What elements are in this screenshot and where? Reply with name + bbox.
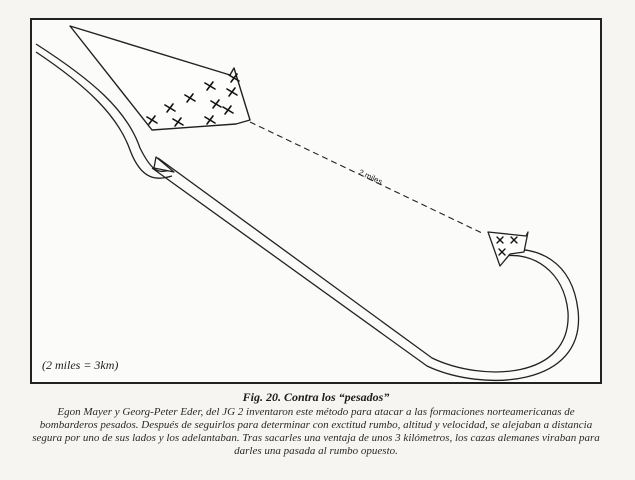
bomber-icon (226, 87, 238, 97)
diagram-frame: 2 miles (2 miles = 3km) (30, 18, 602, 384)
fighter-icon (510, 236, 518, 244)
fighter-run-inner (151, 167, 580, 381)
figure-title: Fig. 20. Contra los “pesados” (242, 390, 390, 404)
bomber-icon (210, 99, 222, 109)
bomber-symbols (146, 73, 240, 127)
bomber-icon (204, 115, 216, 125)
bomber-formation-arrow (69, 25, 251, 131)
bomber-icon (146, 115, 158, 125)
figure-body: Egon Mayer y Georg-Peter Eder, del JG 2 … (32, 406, 600, 457)
bomber-icon (222, 105, 234, 115)
fighter-icon (498, 248, 506, 256)
scale-note: (2 miles = 3km) (42, 358, 119, 372)
bomber-icon (204, 81, 216, 91)
bomber-icon (228, 73, 240, 83)
fighter-run-outer (157, 157, 569, 373)
fighter-track-outer (35, 43, 173, 172)
fighter-symbols (496, 236, 518, 256)
bomber-icon (164, 103, 176, 113)
fighter-track-inner (35, 51, 173, 179)
figure-caption: Fig. 20. Contra los “pesados” Egon Mayer… (30, 390, 602, 458)
bomber-icon (172, 117, 184, 127)
bomber-icon (184, 93, 196, 103)
tactics-diagram: 2 miles (35, 25, 580, 381)
fighter-track-arrowhead (153, 156, 175, 173)
distance-label: 2 miles (357, 168, 384, 187)
distance-line (249, 121, 485, 235)
fighter-formation-arrow (487, 231, 529, 267)
fighter-icon (496, 236, 504, 244)
